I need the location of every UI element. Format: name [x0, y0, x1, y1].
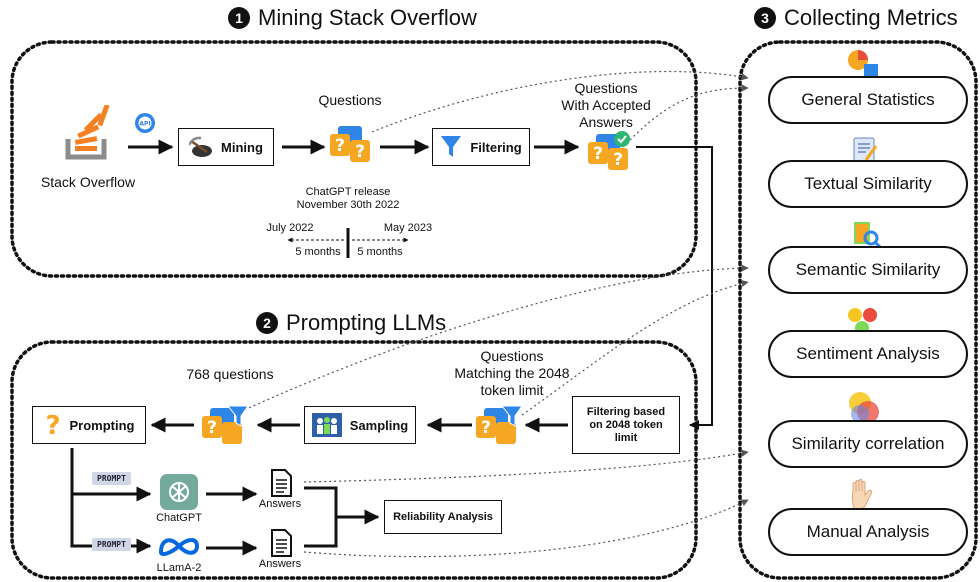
answers-label: Answers — [258, 558, 302, 570]
filter-2048-box-label: Filtering based on 2048 token limit — [586, 405, 666, 444]
release-line2: November 30th 2022 — [296, 199, 400, 211]
people-group-icon — [311, 413, 342, 437]
sampling-box-label: Sampling — [349, 417, 409, 433]
matching-questions-icon: ? — [474, 404, 524, 451]
metric-label: General Statistics — [801, 90, 935, 109]
sampling-box: Sampling — [304, 406, 416, 444]
reliability-analysis-box: Reliability Analysis — [384, 500, 502, 534]
timeline-right-label: May 2023 — [383, 222, 433, 234]
section-title-text: Mining Stack Overflow — [258, 5, 477, 30]
filter-2048-box: Filtering based on 2048 token limit — [572, 396, 680, 454]
metric-label: Sentiment Analysis — [796, 344, 940, 363]
svg-text:?: ? — [207, 418, 217, 438]
matching-questions-label: Questions Matching the 2048 token limit — [454, 348, 570, 398]
section-title-metrics: 3 Collecting Metrics — [754, 5, 958, 31]
metrics-section-frame — [738, 40, 978, 580]
timeline-left-label: July 2022 — [266, 222, 314, 234]
branch-prompting-to-models — [70, 448, 152, 554]
chatgpt-logo-icon — [160, 474, 198, 515]
svg-text:?: ? — [355, 142, 365, 162]
timeline-left-months: 5 months — [295, 246, 341, 258]
api-icon-text: API — [139, 121, 150, 128]
link-answers1-to-correlation — [303, 449, 749, 483]
metric-semantic-similarity: Semantic Similarity — [768, 246, 968, 294]
prompting-box: ? Prompting — [32, 406, 146, 444]
arrow-accepted-to-filter2048 — [636, 146, 713, 430]
mining-box: Mining — [178, 128, 274, 166]
prompting-section-frame — [10, 340, 698, 580]
reliability-box-label: Reliability Analysis — [393, 511, 493, 523]
section-title-text: Prompting LLMs — [286, 310, 447, 335]
overlapping-circles-icon — [846, 390, 882, 431]
meta-logo-icon — [158, 534, 200, 563]
pickaxe-icon — [189, 136, 213, 158]
prompt-tag: PROMPT — [92, 538, 131, 551]
release-line1: ChatGPT release — [305, 186, 391, 198]
document-icon — [266, 468, 296, 503]
timeline-right-months: 5 months — [357, 246, 403, 258]
question-bubbles-icon: ? ? — [328, 126, 372, 171]
stackoverflow-icon — [62, 103, 114, 170]
api-gear-icon: API — [134, 112, 156, 139]
mining-box-label: Mining — [221, 139, 263, 155]
question-count-label: 768 questions — [186, 366, 274, 382]
metric-label: Semantic Similarity — [795, 260, 941, 279]
raised-hand-icon — [848, 478, 878, 517]
metric-manual-analysis: Manual Analysis — [768, 508, 968, 556]
metric-sentiment-analysis: Sentiment Analysis — [768, 330, 968, 378]
svg-text:?: ? — [45, 412, 60, 438]
magnifier-book-icon — [852, 220, 882, 255]
accepted-answers-label: Questions With Accepted Answers — [561, 80, 651, 130]
merge-answers-top — [304, 486, 338, 548]
chatgpt-label: ChatGPT — [156, 512, 202, 524]
answers-label: Answers — [258, 498, 302, 510]
svg-text:?: ? — [481, 418, 491, 438]
metric-label: Manual Analysis — [806, 522, 930, 541]
metric-similarity-correlation: Similarity correlation — [768, 420, 968, 468]
section-title-text: Collecting Metrics — [784, 5, 958, 30]
metric-textual-similarity: Textual Similarity — [768, 160, 968, 208]
link-answers2-to-manual — [303, 499, 749, 558]
link-matching-to-semantic — [521, 279, 749, 416]
filtered-768-questions-icon: ? — [200, 404, 250, 451]
notepad-icon — [852, 136, 878, 169]
metric-general-statistics: General Statistics — [768, 76, 968, 124]
funnel-icon — [440, 135, 462, 159]
step-number-badge: 3 — [754, 7, 776, 29]
prompt-tag: PROMPT — [92, 472, 131, 485]
pie-chart-icon — [846, 48, 880, 83]
llama-label: LLamA-2 — [156, 562, 202, 574]
filtering-box-label: Filtering — [470, 139, 522, 155]
checked-questions-icon: ? ? — [586, 130, 632, 177]
document-icon — [266, 528, 296, 563]
svg-text:?: ? — [335, 136, 345, 156]
metric-label: Textual Similarity — [804, 174, 932, 193]
step-number-badge: 1 — [228, 7, 250, 29]
step-number-badge: 2 — [256, 312, 278, 334]
svg-text:?: ? — [593, 144, 603, 164]
metric-label: Similarity correlation — [791, 434, 945, 453]
link-questions-to-general — [371, 70, 749, 133]
filtering-box: Filtering — [432, 128, 530, 166]
prompting-box-label: Prompting — [69, 417, 135, 433]
question-mark-icon: ? — [44, 412, 62, 438]
stackoverflow-label: Stack Overflow — [40, 174, 136, 190]
mining-section-frame — [10, 40, 698, 278]
svg-text:?: ? — [613, 150, 623, 170]
section-title-mining: 1 Mining Stack Overflow — [228, 5, 477, 31]
section-title-prompting: 2 Prompting LLMs — [256, 310, 446, 336]
questions-label: Questions — [318, 92, 382, 108]
